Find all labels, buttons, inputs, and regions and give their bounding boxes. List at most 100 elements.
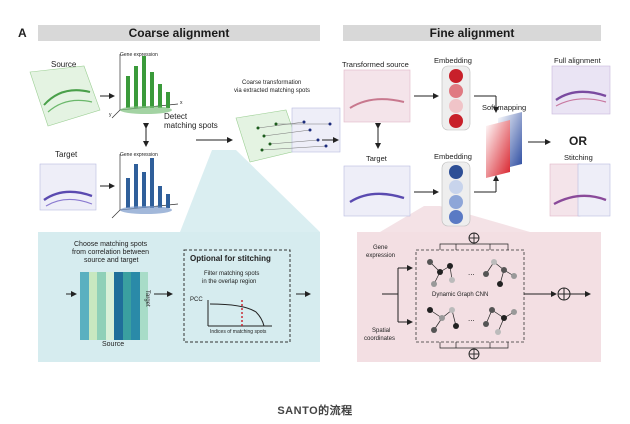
heatmap-cell	[122, 323, 131, 332]
stitching-label: Stitching	[564, 153, 593, 162]
heatmap-cell	[114, 280, 123, 289]
coarse-callout	[180, 150, 320, 232]
heatmap-cell	[122, 306, 131, 315]
fine-target-label: Target	[366, 154, 387, 163]
embedding-blue-column	[441, 161, 471, 227]
detect-line-1: Detect	[164, 112, 188, 121]
spatial-line-1: Spatial	[372, 328, 391, 334]
transformed-source-label: Transformed source	[342, 60, 409, 69]
heatmap-cell	[105, 297, 114, 306]
heatmap-cell	[114, 331, 123, 340]
heatmap-cell	[97, 272, 106, 281]
heatmap-cell	[97, 297, 106, 306]
ellipsis-bottom: ...	[468, 314, 475, 323]
axis-x-label: x	[180, 100, 183, 106]
graph-bottom-nodes	[427, 307, 517, 335]
heatmap-cell	[131, 323, 140, 332]
heatmap-cell	[122, 280, 131, 289]
heatmap-cell	[80, 323, 89, 332]
target-expression-plot	[111, 154, 179, 219]
heatmap-cell	[80, 280, 89, 289]
coarse-line-1: Coarse transformation	[242, 80, 302, 86]
target-vertical-label: Target	[144, 290, 150, 307]
choose-line-3: source and target	[84, 257, 139, 264]
soft-mapping-matrix	[486, 112, 522, 178]
heatmap-cell	[122, 272, 131, 281]
source-label: Source	[51, 60, 77, 69]
heatmap-cell	[80, 297, 89, 306]
heatmap-cell	[131, 306, 140, 315]
pcc-label: PCC	[190, 297, 203, 303]
fine-header: Fine alignment	[343, 25, 601, 41]
filter-line-2: in the overlap region	[202, 279, 257, 285]
target-tissue-image	[39, 163, 97, 211]
heatmap-cell	[80, 306, 89, 315]
heatmap-grid	[80, 272, 150, 340]
source-tissue-image	[29, 65, 101, 127]
heatmap-cell	[114, 272, 123, 281]
coarse-overlay-image	[235, 107, 341, 163]
oplus-connectors	[439, 243, 509, 349]
oplus-right-icon	[557, 287, 571, 301]
heatmap-cell	[105, 289, 114, 298]
indices-label: Indices of matching spots	[210, 329, 267, 335]
heatmap-cell	[105, 331, 114, 340]
heatmap-cell	[139, 314, 148, 323]
ellipsis-top: ...	[468, 268, 475, 277]
embedding-red-column	[441, 65, 471, 131]
graph-top-nodes	[427, 259, 517, 287]
heatmap-cell	[88, 331, 97, 340]
heatmap-cell	[139, 323, 148, 332]
gene-expression-label-2: Gene expression	[120, 152, 158, 158]
heatmap-cell	[105, 306, 114, 315]
heatmap-cell	[131, 280, 140, 289]
heatmap-cell	[139, 297, 148, 306]
heatmap-cell	[114, 306, 123, 315]
heatmap-cell	[131, 331, 140, 340]
heatmap-cell	[114, 314, 123, 323]
heatmap-cell	[105, 314, 114, 323]
choose-line-2: from correlation between	[72, 249, 150, 256]
optional-stitching-box	[183, 249, 291, 343]
spatial-line-2: coordinates	[364, 336, 396, 342]
stitching-image	[549, 163, 611, 217]
figure-caption: SANTO的流程	[277, 405, 353, 417]
heatmap-cell	[88, 272, 97, 281]
heatmap-cell	[80, 289, 89, 298]
heatmap-cell	[139, 272, 148, 281]
coarse-title: Coarse alignment	[128, 26, 230, 40]
heatmap-cell	[139, 306, 148, 315]
heatmap-cell	[131, 314, 140, 323]
fine-title: Fine alignment	[429, 26, 515, 40]
soft-mapping-label: Soft mapping	[482, 103, 527, 112]
heatmap-cell	[114, 323, 123, 332]
transformed-source-image	[343, 69, 411, 123]
heatmap-cell	[105, 280, 114, 289]
filter-line-1: Filter matching spots	[204, 271, 260, 277]
heatmap-cell	[80, 272, 89, 281]
full-alignment-label: Full alignment	[554, 56, 601, 65]
heatmap-cell	[88, 289, 97, 298]
heatmap-cell	[97, 280, 106, 289]
heatmap-cell	[122, 297, 131, 306]
detect-line-2: matching spots	[164, 121, 218, 130]
embedding-bottom-label: Embedding	[434, 152, 472, 161]
choose-line-1: Choose matching spots	[74, 241, 148, 248]
heatmap-cell	[105, 323, 114, 332]
heatmap-cell	[88, 280, 97, 289]
heatmap-cell	[88, 314, 97, 323]
heatmap-cell	[80, 331, 89, 340]
gene-line-2: expression	[366, 253, 396, 259]
gene-expression-label: Gene expression	[120, 52, 158, 58]
heatmap-cell	[131, 289, 140, 298]
oplus-bottom-icon	[468, 348, 480, 360]
heatmap-cell	[97, 331, 106, 340]
heatmap-cell	[88, 323, 97, 332]
coarse-header: Coarse alignment	[38, 25, 320, 41]
heatmap-cell	[139, 331, 148, 340]
optional-title: Optional for stitching	[190, 254, 271, 263]
heatmap-cell	[114, 297, 123, 306]
heatmap-cell	[122, 314, 131, 323]
